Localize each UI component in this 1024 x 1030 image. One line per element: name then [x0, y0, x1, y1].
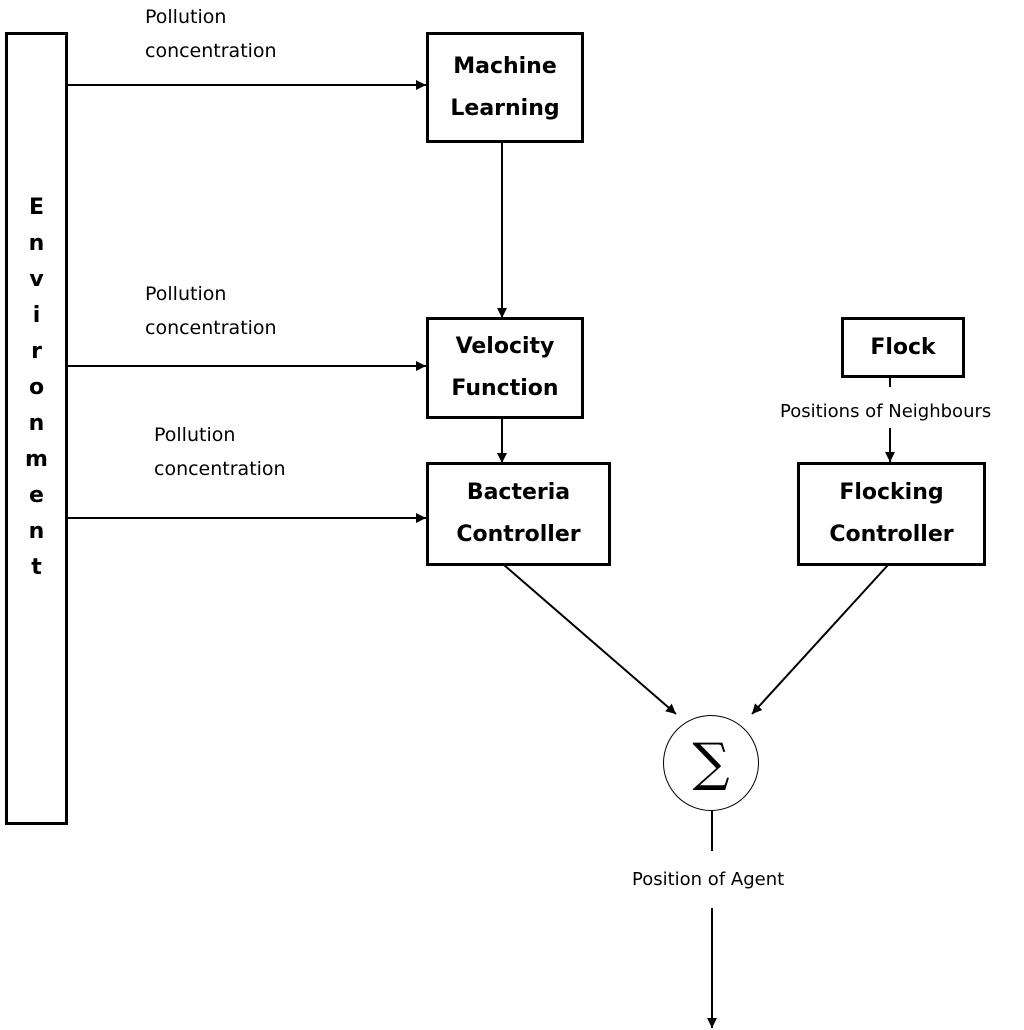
position-of-agent-label: Position of Agent — [632, 869, 785, 890]
environment-letter: m — [25, 447, 48, 472]
environment-letter: v — [29, 267, 44, 292]
environment-letter: e — [29, 483, 44, 508]
environment-letter: n — [28, 411, 45, 436]
environment-letter: n — [28, 231, 45, 256]
flock-block: Flock — [841, 317, 965, 378]
bacteria-controller-label: Bacteria Controller — [456, 480, 581, 547]
environment-letter: n — [28, 519, 45, 544]
arrow-bacteria-to-sum — [503, 564, 677, 715]
environment-letter: r — [31, 339, 42, 364]
environment-letter: t — [31, 555, 42, 580]
pollution-label-bottom: Pollution concentration — [154, 424, 286, 480]
flocking-controller-label: Flocking Controller — [829, 480, 954, 547]
flocking-controller-block: Flocking Controller — [797, 462, 986, 566]
pollution-label-middle: Pollution concentration — [145, 283, 277, 339]
summation-node: ∑ — [663, 715, 759, 811]
machine-learning-label: Machine Learning — [450, 53, 560, 121]
environment-letter: o — [28, 375, 45, 400]
environment-letter: E — [28, 195, 45, 220]
arrow-flocking-to-sum — [751, 564, 889, 715]
velocity-function-label: Velocity Function — [451, 334, 559, 401]
machine-learning-block: Machine Learning — [426, 32, 584, 143]
bacteria-controller-block: Bacteria Controller — [426, 462, 611, 566]
sigma-icon: ∑ — [692, 733, 730, 793]
velocity-function-block: Velocity Function — [426, 317, 584, 419]
flock-label: Flock — [870, 334, 936, 360]
pollution-label-top: Pollution concentration — [145, 6, 277, 62]
positions-of-neighbours-label: Positions of Neighbours — [780, 401, 992, 422]
environment-letter: i — [32, 303, 41, 328]
